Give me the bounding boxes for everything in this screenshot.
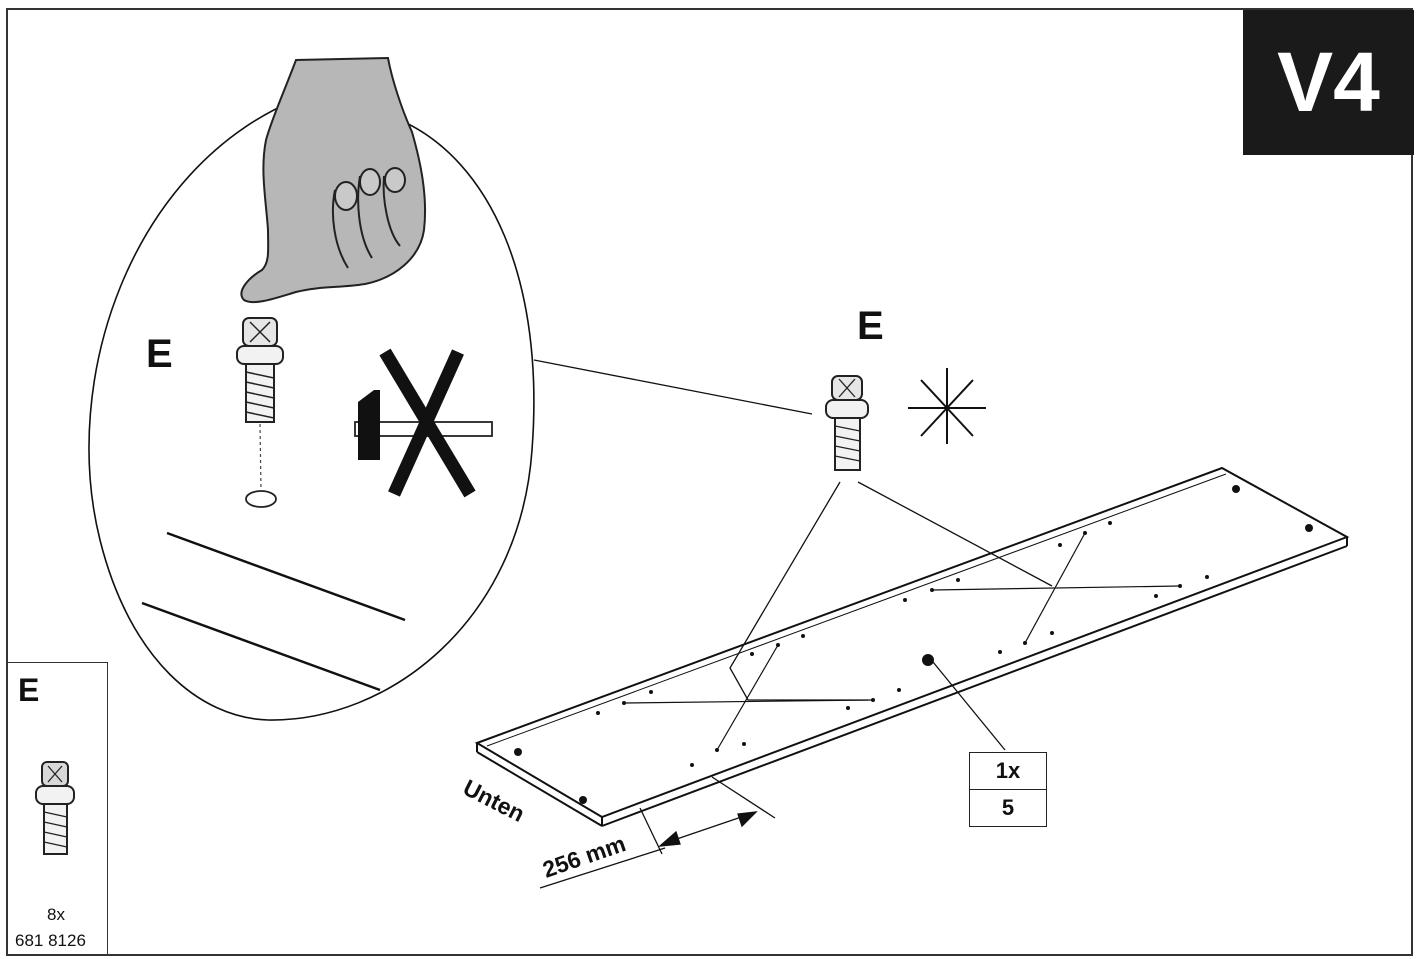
main-screw-icon (825, 375, 869, 471)
legend-quantity: 8x (47, 905, 65, 924)
board-panel (474, 466, 1350, 827)
parts-legend (8, 662, 108, 954)
legend-screw-icon (35, 761, 75, 855)
quantity-value: 1x (995, 758, 1021, 783)
screw-icon (236, 317, 284, 508)
detail-part-letter: E (146, 332, 173, 376)
number-box: 5 (969, 789, 1047, 827)
step-label: V4 (1277, 35, 1380, 129)
dimension-line (539, 776, 776, 889)
number-value: 5 (1001, 795, 1015, 820)
legend-article-number: 681 8126 (15, 931, 86, 950)
leader-lines (729, 481, 1053, 751)
quantity-box: 1x (969, 752, 1047, 790)
no-hammer-icon (354, 348, 493, 498)
legend-part-letter: E (18, 672, 40, 708)
asterisk-icon (908, 368, 986, 444)
main-part-letter: E (857, 304, 884, 348)
page-border (6, 8, 1413, 956)
hand-press-icon (240, 56, 427, 304)
step-badge: V4 (1243, 10, 1414, 155)
detail-bubble (88, 99, 813, 721)
